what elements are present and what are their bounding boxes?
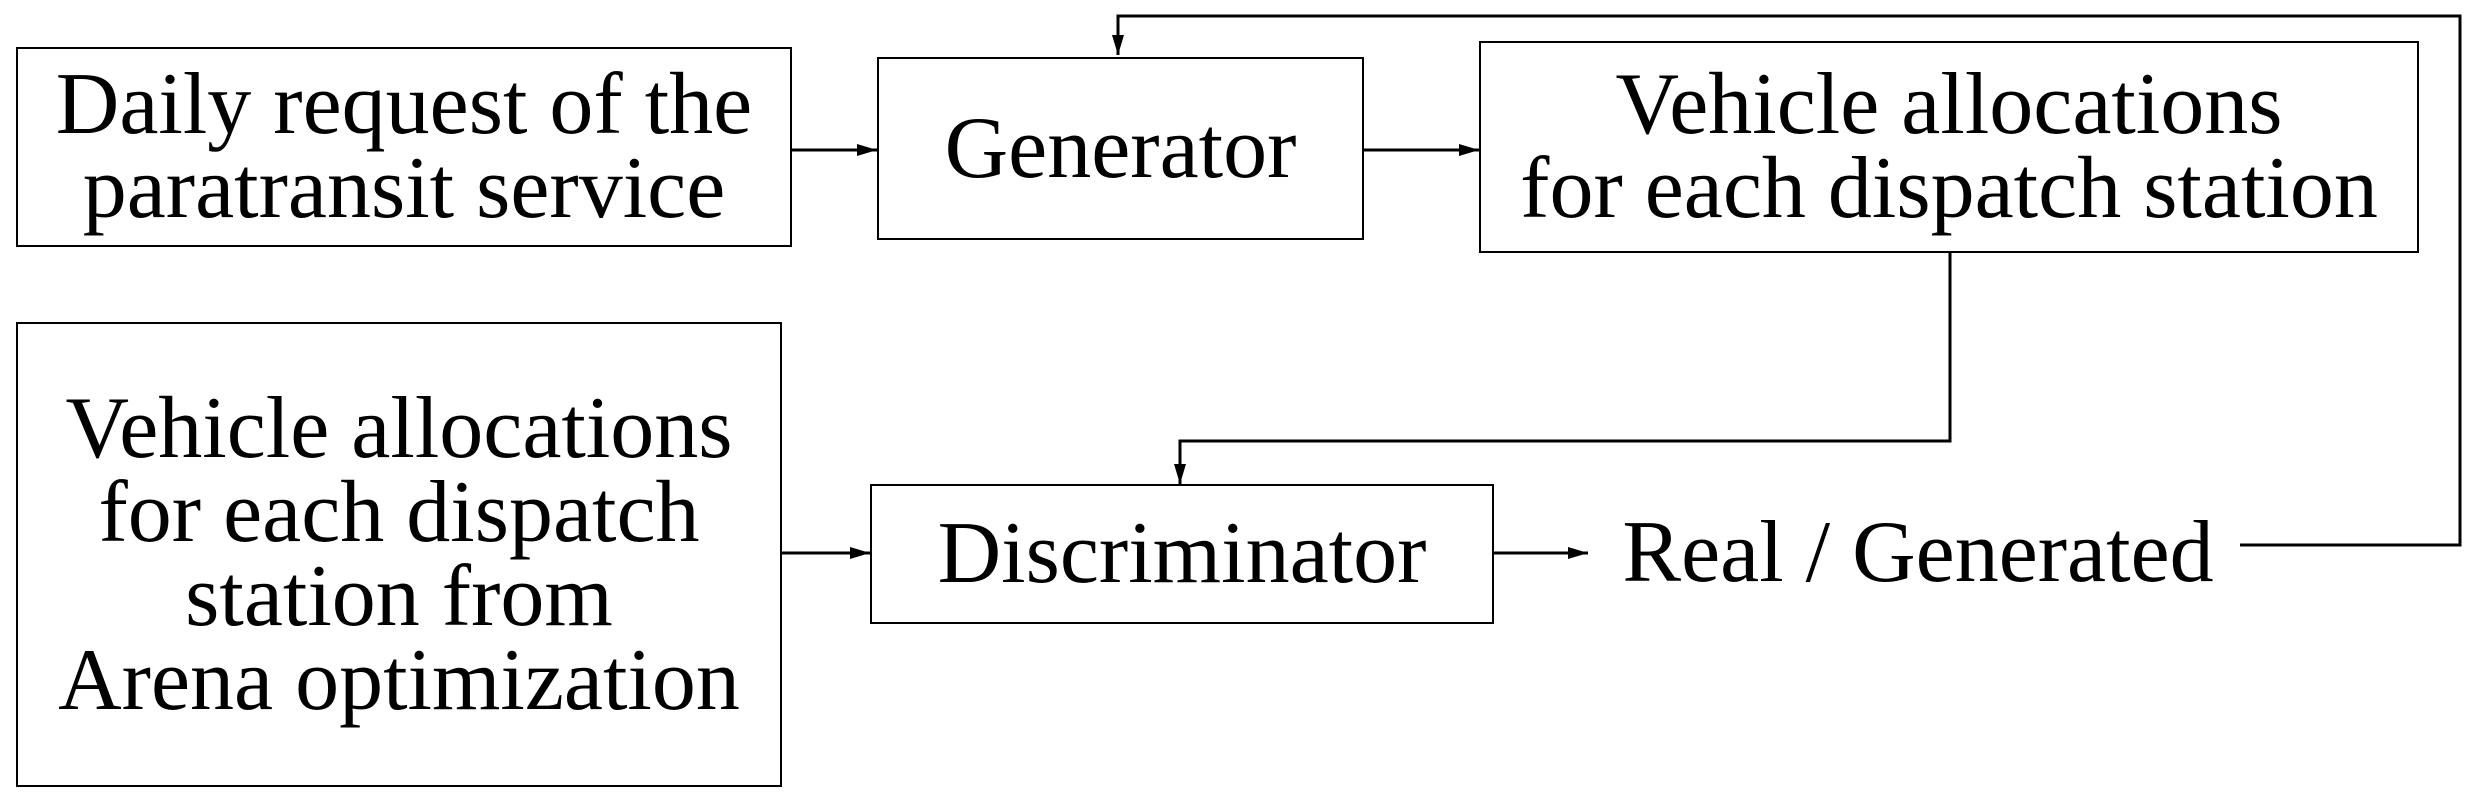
arrow-allocations-to-discriminator — [1174, 253, 1952, 484]
arena-allocations-line-4: Arena optimization — [58, 631, 740, 729]
daily-request-text: Daily request of the paratransit service — [55, 56, 753, 237]
arena-allocations-line-3: station from — [185, 547, 613, 645]
output-label: Real / Generated — [1622, 504, 2214, 601]
generator-box: Generator — [877, 57, 1364, 240]
arena-allocations-text: Vehicle allocations for each dispatch st… — [58, 379, 740, 729]
vehicle-allocations-line-2: for each dispatch station — [1520, 140, 2378, 237]
vehicle-allocations-line-1: Vehicle allocations — [1615, 56, 2283, 153]
vehicle-allocations-box: Vehicle allocations for each dispatch st… — [1479, 41, 2419, 253]
output-label-container: Real / Generated — [1598, 503, 2238, 603]
daily-request-box: Daily request of the paratransit service — [16, 47, 792, 247]
discriminator-label: Discriminator — [937, 505, 1427, 602]
arena-allocations-line-1: Vehicle allocations — [65, 379, 733, 477]
generator-label: Generator — [944, 99, 1297, 197]
arena-allocations-box: Vehicle allocations for each dispatch st… — [16, 322, 782, 787]
arena-allocations-line-2: for each dispatch — [98, 463, 700, 561]
daily-request-line-2: paratransit service — [82, 140, 726, 237]
discriminator-box: Discriminator — [870, 484, 1494, 624]
vehicle-allocations-text: Vehicle allocations for each dispatch st… — [1520, 56, 2378, 237]
daily-request-line-1: Daily request of the — [55, 56, 753, 153]
arrow-feedback-to-generator — [1112, 14, 2462, 547]
